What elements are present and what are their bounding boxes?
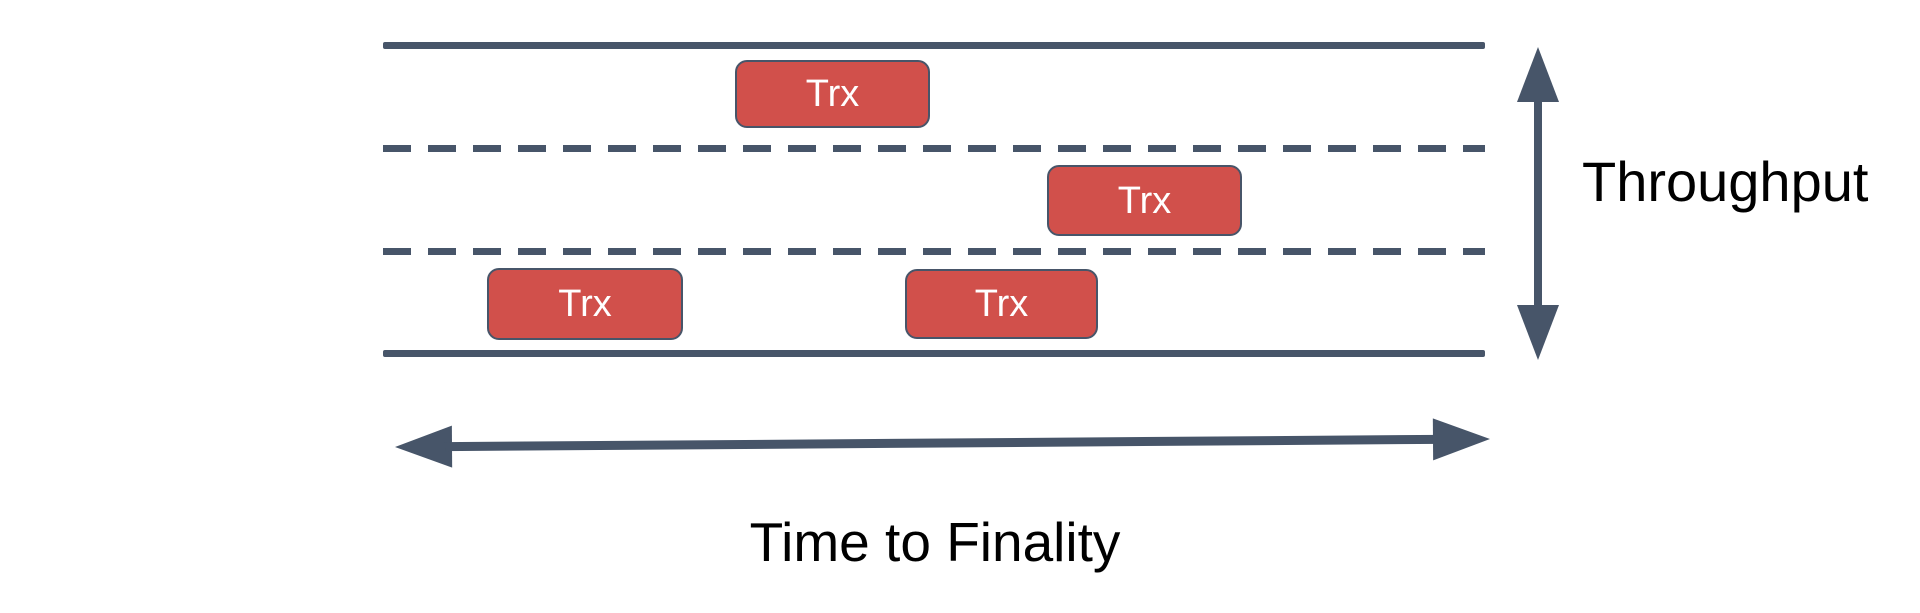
lane-divider-line-1 — [383, 145, 1485, 152]
double-arrow-vertical-icon — [1517, 47, 1559, 360]
trx-box-label: Trx — [974, 283, 1029, 325]
trx-box-middle-lane: Trx — [1047, 165, 1242, 236]
trx-box-label: Trx — [805, 73, 860, 115]
lane-divider-line-2 — [383, 248, 1485, 255]
time-to-finality-label: Time to Finality — [749, 511, 1121, 573]
lane-top-boundary-line — [383, 42, 1485, 49]
throughput-label: Throughput — [1582, 150, 1869, 213]
trx-box-label: Trx — [1117, 179, 1172, 222]
lane-bottom-boundary-line — [383, 350, 1485, 357]
trx-box-top-lane: Trx — [735, 60, 930, 128]
double-arrow-horizontal-icon — [395, 418, 1490, 468]
trx-box-label: Trx — [558, 283, 612, 325]
trx-box-bottom-lane-left: Trx — [487, 268, 683, 340]
trx-box-bottom-lane-right: Trx — [905, 269, 1098, 339]
